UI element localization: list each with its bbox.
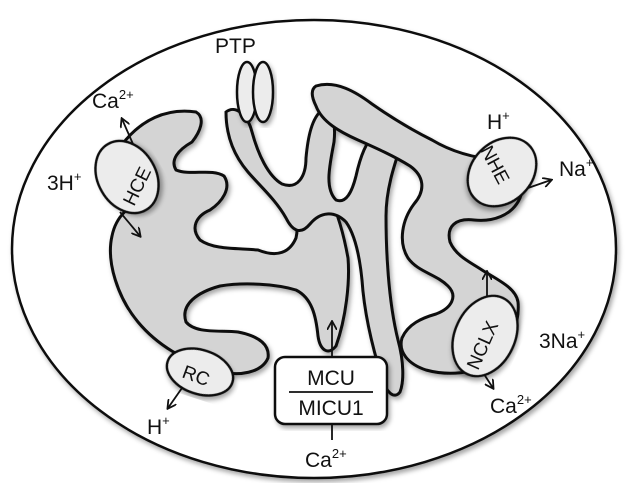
ptp-label: PTP [215,35,256,58]
micu1-label: MICU1 [298,397,363,420]
ptp-subunit-right [253,62,273,122]
ptp-pore [237,62,273,122]
mcu-label: MCU [307,367,355,390]
nclx-ca-label: Ca2+ [490,392,532,418]
